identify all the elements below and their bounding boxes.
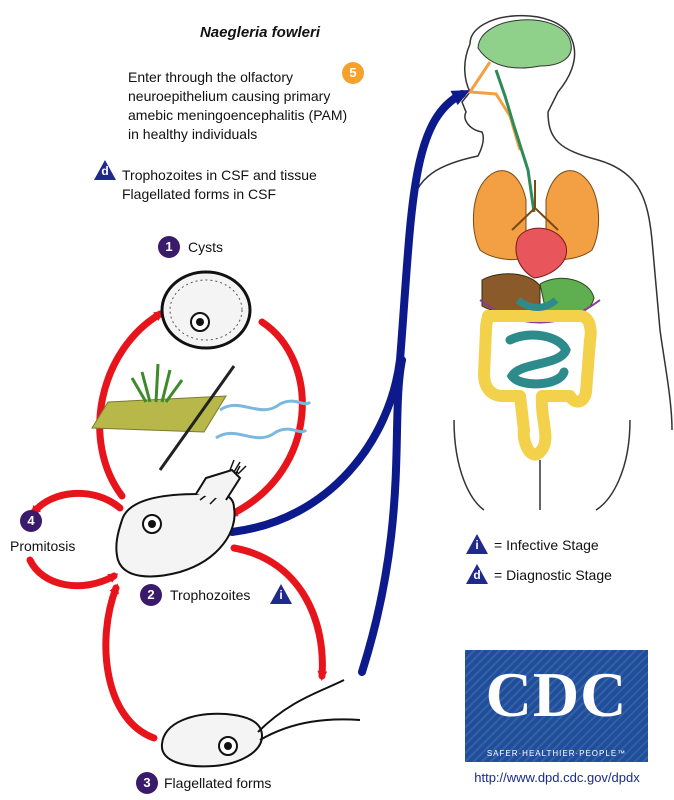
arrow-trophozoites-to-flagellated [234, 548, 322, 676]
brain-icon [478, 20, 571, 68]
step-4-marker: 4 [20, 510, 42, 532]
trophozoites-label: Trophozoites [170, 587, 250, 603]
arrow-flagellated-to-trophozoites [106, 588, 154, 738]
step-2-marker: 2 [140, 584, 162, 606]
cdc-logo-text: CDC [465, 658, 648, 732]
legend-diagnostic-text: = Diagnostic Stage [494, 567, 612, 583]
legend-infective-icon: i [466, 534, 488, 554]
heart-icon [516, 228, 567, 278]
cysts-label: Cysts [188, 239, 223, 255]
flagellated-form-icon [162, 680, 360, 766]
cdc-logo: CDC SAFER·HEALTHIER·PEOPLE™ [465, 650, 648, 762]
trophozoite-icon [116, 460, 246, 576]
arrow-cysts-to-trophozoites [232, 322, 302, 514]
step-3-marker: 3 [136, 772, 158, 794]
transmission-arrows [232, 94, 462, 672]
arrow-promitosis-bottom [30, 560, 114, 586]
arrow-flagellated-to-host [362, 360, 402, 672]
cdc-tagline: SAFER·HEALTHIER·PEOPLE™ [465, 749, 648, 758]
infective-triangle-icon: i [270, 584, 292, 604]
arrow-trophozoites-to-host [232, 94, 462, 532]
step-1-marker: 1 [158, 236, 180, 258]
arrow-promitosis-top [34, 493, 120, 512]
legend-infective-text: = Infective Stage [494, 537, 599, 553]
cyst-icon [162, 272, 250, 348]
source-url: http://www.dpd.cdc.gov/dpdx [452, 770, 662, 785]
flagellated-forms-label: Flagellated forms [164, 775, 271, 791]
promitosis-label: Promitosis [10, 538, 75, 554]
legend-diagnostic-icon: d [466, 564, 488, 584]
